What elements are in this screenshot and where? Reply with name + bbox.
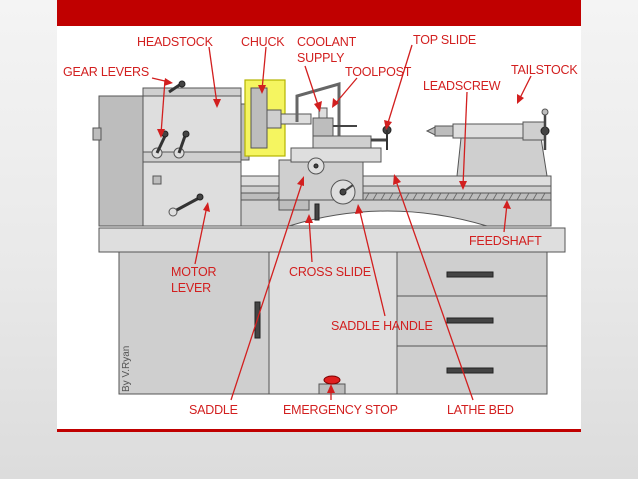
label-emergency-stop: EMERGENCY STOP bbox=[283, 403, 398, 417]
label-saddle-handle: SADDLE HANDLE bbox=[331, 319, 433, 333]
label-coolant-supply: COOLANT bbox=[297, 35, 357, 49]
top-slide-handle[interactable] bbox=[371, 125, 392, 150]
label-motor-lever: MOTOR bbox=[171, 265, 216, 279]
toolpost bbox=[312, 107, 357, 137]
gear-levers[interactable] bbox=[151, 80, 190, 159]
slide: HEADSTOCK CHUCK COOLANT SUPPLY TOP SLIDE… bbox=[57, 0, 581, 432]
bottom-rule bbox=[57, 429, 581, 432]
label-coolant-supply-line2: SUPPLY bbox=[297, 51, 345, 65]
label-saddle: SADDLE bbox=[189, 403, 238, 417]
label-motor-lever-line2: LEVER bbox=[171, 281, 211, 295]
drawer-handle bbox=[446, 367, 494, 374]
lathe-stand bbox=[98, 227, 566, 395]
leader-lines bbox=[151, 44, 532, 401]
headstock bbox=[92, 87, 250, 227]
lathe-diagram: HEADSTOCK CHUCK COOLANT SUPPLY TOP SLIDE… bbox=[63, 33, 579, 417]
label-top-slide: TOP SLIDE bbox=[413, 33, 476, 47]
credit-text: By V.Ryan bbox=[121, 346, 132, 392]
label-headstock: HEADSTOCK bbox=[137, 35, 214, 49]
label-cross-slide: CROSS SLIDE bbox=[289, 265, 371, 279]
label-toolpost: TOOLPOST bbox=[345, 65, 412, 79]
label-feedshaft: FEEDSHAFT bbox=[469, 234, 542, 248]
label-gear-levers: GEAR LEVERS bbox=[63, 65, 149, 79]
saddle-handwheel[interactable] bbox=[330, 179, 356, 205]
label-tailstock: TAILSTOCK bbox=[511, 63, 578, 77]
drawer-handle bbox=[446, 317, 494, 324]
tailstock bbox=[425, 121, 548, 177]
label-chuck: CHUCK bbox=[241, 35, 285, 49]
coolant-supply bbox=[295, 82, 341, 138]
cross-slide bbox=[290, 135, 382, 163]
label-leadscrew: LEADSCREW bbox=[423, 79, 501, 93]
drawer-handle bbox=[446, 271, 494, 278]
chuck bbox=[244, 79, 312, 157]
label-lathe-bed: LATHE BED bbox=[447, 403, 514, 417]
cross-slide-handwheel[interactable] bbox=[307, 157, 325, 175]
tailstock-handwheel[interactable] bbox=[540, 108, 550, 150]
motor-lever[interactable] bbox=[168, 193, 204, 217]
title-bar bbox=[57, 0, 581, 26]
